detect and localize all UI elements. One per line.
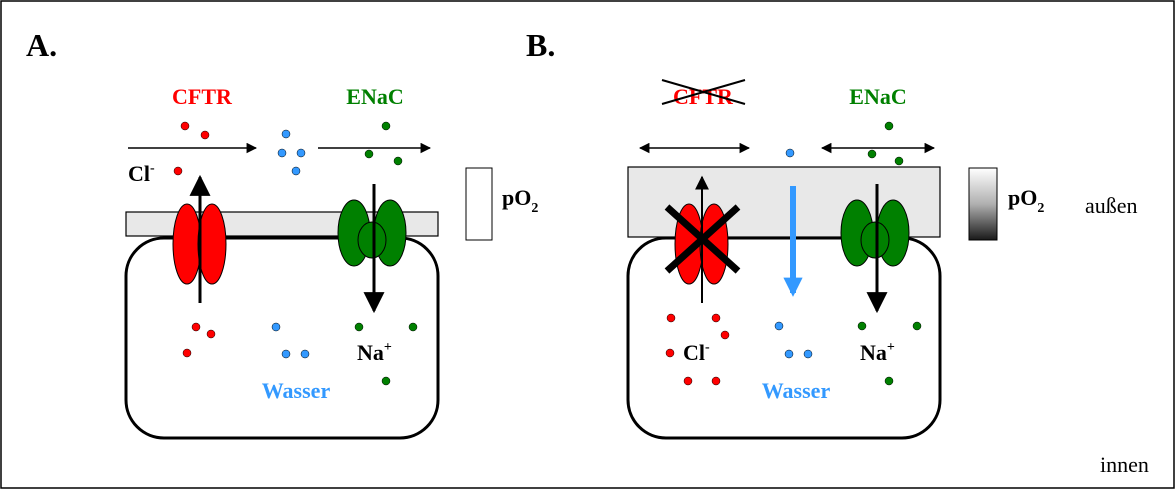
- sodium-dot: [381, 121, 391, 131]
- sodium-dot: [884, 376, 894, 386]
- sodium-label: Na+: [357, 340, 392, 365]
- sodium-dot: [867, 149, 877, 159]
- water-dot: [271, 322, 281, 332]
- chloride-dot: [683, 376, 693, 386]
- chloride-dot: [182, 348, 192, 358]
- block-cross-icon: [664, 204, 741, 274]
- water-dot: [803, 349, 813, 359]
- chloride-dot: [180, 121, 190, 131]
- chloride-dot: [200, 130, 210, 140]
- sodium-dot: [857, 321, 867, 331]
- chloride-dot: [191, 322, 201, 332]
- sodium-dot: [381, 376, 391, 386]
- panel-a: A. CFTR ENaC Cl-: [26, 27, 538, 440]
- outside-ions: [785, 121, 904, 166]
- po2-indicator: [465, 167, 493, 241]
- epithelial-cell: [626, 236, 942, 440]
- outside-label: außen: [1085, 193, 1138, 218]
- water-dot: [277, 148, 287, 158]
- enac-channel: [840, 199, 910, 267]
- chloride-dot: [206, 329, 216, 339]
- po2-gradient-indicator: [968, 167, 998, 241]
- po2-label: pO2: [502, 185, 538, 216]
- sodium-dot: [354, 322, 364, 332]
- cftr-label: CFTR: [172, 84, 233, 109]
- cftr-label: CFTR: [673, 84, 734, 109]
- epithelial-cell: [124, 236, 440, 440]
- water-dot: [291, 166, 301, 176]
- water-dot: [784, 349, 794, 359]
- chloride-label: Cl-: [683, 340, 710, 365]
- water-dot: [281, 349, 291, 359]
- panel-a-label: A.: [26, 27, 57, 63]
- inside-ions: [182, 322, 418, 386]
- water-dot: [281, 129, 291, 139]
- outside-ions: [173, 121, 403, 176]
- water-label: Wasser: [262, 378, 331, 403]
- sodium-dot: [393, 156, 403, 166]
- enac-channel: [337, 199, 407, 267]
- chloride-dot: [711, 313, 721, 323]
- water-label: Wasser: [762, 378, 831, 403]
- water-dot: [774, 321, 784, 331]
- chloride-label: Cl-: [128, 161, 155, 186]
- water-dot: [785, 148, 795, 158]
- panel-b-label: B.: [526, 27, 555, 63]
- chloride-dot: [666, 313, 676, 323]
- chloride-dot: [720, 330, 730, 340]
- cftr-channel: [172, 203, 227, 285]
- po2-label: pO2: [1008, 185, 1044, 216]
- cftr-crossed-out: [661, 79, 746, 105]
- inside-label: innen: [1100, 452, 1149, 477]
- panel-b: B. CFTR ENaC: [526, 27, 1044, 440]
- sodium-label: Na+: [860, 340, 895, 365]
- inside-ions: [665, 313, 922, 386]
- sodium-dot: [884, 121, 894, 131]
- water-dot: [300, 349, 310, 359]
- enac-label: ENaC: [346, 84, 403, 109]
- chloride-dot: [173, 166, 183, 176]
- chloride-dot: [665, 348, 675, 358]
- enac-label: ENaC: [849, 84, 906, 109]
- sodium-dot: [408, 322, 418, 332]
- water-dot: [296, 148, 306, 158]
- chloride-dot: [711, 376, 721, 386]
- sodium-dot: [912, 321, 922, 331]
- sodium-dot: [364, 149, 374, 159]
- sodium-dot: [894, 156, 904, 166]
